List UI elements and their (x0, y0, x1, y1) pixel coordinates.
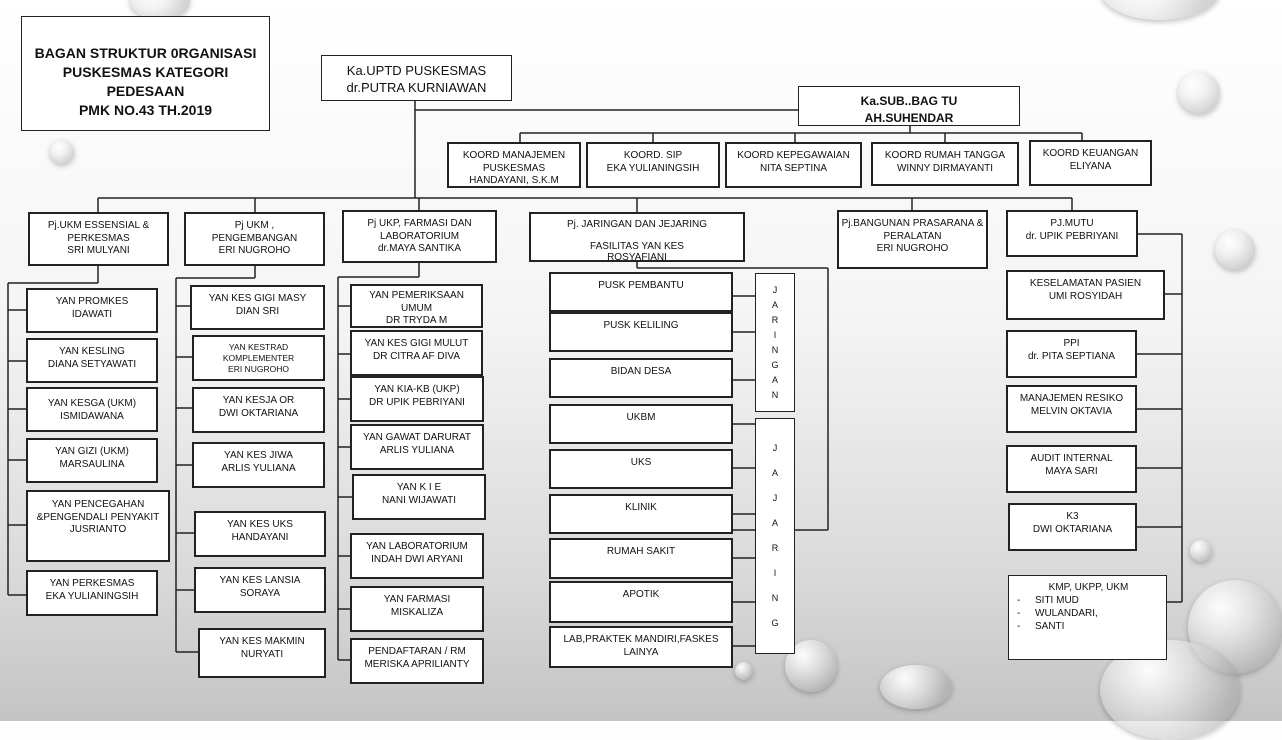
connector-lines (7, 101, 1183, 661)
facility-box: UKBM (549, 404, 733, 444)
kmp-item: SITI MUD (1017, 594, 1160, 607)
facility-box: BIDAN DESA (549, 358, 733, 398)
facility-box: RUMAH SAKIT (549, 538, 733, 579)
service-box: YAN KES GIGI MULUT DR CITRA AF DIVA (350, 330, 483, 376)
service-box: YAN PERKESMAS EKA YULIANINGSIH (26, 570, 158, 616)
decorative-bubble (1100, 0, 1220, 20)
facility-box: LAB,PRAKTEK MANDIRI,FASKES LAINYA (549, 626, 733, 668)
vertical-letter: R (771, 543, 779, 553)
service-box: YAN PENCEGAHAN &PENGENDALI PENYAKIT JUSR… (26, 490, 170, 562)
service-box: YAN KES MAKMIN NURYATI (198, 628, 326, 678)
koord-box: KOORD KEUANGAN ELIYANA (1029, 140, 1152, 186)
vertical-letter: N (771, 344, 779, 355)
quality-box: KESELAMATAN PASIEN UMI ROSYIDAH (1006, 270, 1165, 320)
vertical-letter: A (771, 374, 778, 385)
head-box: Ka.UPTD PUSKESMAS dr.PUTRA KURNIAWAN (321, 55, 512, 101)
vertical-letter: N (771, 389, 779, 400)
vertical-letter: I (773, 568, 777, 578)
service-box: YAN GAWAT DARURAT ARLIS YULIANA (350, 424, 484, 470)
decorative-bubble (130, 0, 190, 20)
quality-box: K3 DWI OKTARIANA (1008, 503, 1137, 551)
service-box: YAN LABORATORIUM INDAH DWI ARYANI (350, 533, 484, 579)
vertical-letter: N (771, 593, 779, 603)
quality-box: AUDIT INTERNAL MAYA SARI (1006, 445, 1137, 493)
service-box: YAN KESJA OR DWI OKTARIANA (192, 387, 325, 433)
service-box: YAN KESLING DIANA SETYAWATI (26, 338, 158, 383)
pj-box: Pj. JARINGAN DAN JEJARING FASILITAS YAN … (529, 212, 745, 263)
facility-box: PUSK PEMBANTU (549, 272, 733, 312)
vertical-letter: A (771, 468, 778, 478)
kmp-heading: KMP, UKPP, UKM (1048, 582, 1129, 593)
decorative-bubble (50, 140, 74, 164)
kmp-item: WULANDARI, (1017, 607, 1160, 620)
facility-box: APOTIK (549, 581, 733, 623)
service-box: YAN KESGA (UKM) ISMIDAWANA (26, 387, 158, 432)
facility-box: UKS (549, 449, 733, 489)
chart-title: BAGAN STRUKTUR 0RGANISASI PUSKESMAS KATE… (21, 16, 270, 131)
vertical-letter: J (772, 443, 778, 453)
tu-box: Ka.SUB..BAG TU AH.SUHENDAR (798, 86, 1020, 126)
service-box: YAN GIZI (UKM) MARSAULINA (26, 438, 158, 483)
pj-box: Pj UKP, FARMASI DAN LABORATORIUM dr.MAYA… (342, 210, 497, 263)
vertical-letter: J (772, 284, 778, 295)
pj-box: Pj.BANGUNAN PRASARANA & PERALATAN ERI NU… (837, 210, 988, 269)
pj-box: PJ.MUTU dr. UPIK PEBRIYANI (1006, 210, 1138, 257)
decorative-bubble (880, 665, 952, 709)
vertical-letter: A (771, 518, 778, 528)
jejaring-label-box: J A J A R I N G (755, 418, 795, 654)
quality-box: PPI dr. PITA SEPTIANA (1006, 330, 1137, 378)
vertical-letter: G (771, 618, 779, 628)
service-box: YAN K I E NANI WIJAWATI (352, 474, 486, 520)
koord-box: KOORD MANAJEMEN PUSKESMAS HANDAYANI, S.K… (447, 142, 581, 188)
service-box: YAN PROMKES IDAWATI (26, 288, 158, 333)
decorative-bubble (1178, 72, 1220, 114)
kmp-box: KMP, UKPP, UKM SITI MUD WULANDARI, SANTI (1008, 575, 1167, 660)
service-box: YAN KES UKS HANDAYANI (194, 511, 326, 557)
decorative-bubble (1190, 540, 1212, 562)
decorative-bubble (1215, 230, 1255, 270)
vertical-letter: I (773, 329, 777, 340)
service-box: YAN KES JIWA ARLIS YULIANA (192, 442, 325, 488)
vertical-letter: J (772, 493, 778, 503)
facility-box: KLINIK (549, 494, 733, 534)
koord-box: KOORD RUMAH TANGGA WINNY DIRMAYANTI (871, 142, 1019, 186)
koord-box: KOORD. SIP EKA YULIANINGSIH (586, 142, 720, 188)
koord-box: KOORD KEPEGAWAIAN NITA SEPTINA (725, 142, 862, 188)
quality-box: MANAJEMEN RESIKO MELVIN OKTAVIA (1006, 385, 1137, 433)
pj-box: Pj.UKM ESSENSIAL & PERKESMAS SRI MULYANI (28, 212, 169, 266)
vertical-letter: R (771, 314, 779, 325)
service-box: YAN FARMASI MISKALIZA (350, 586, 484, 632)
service-box: PENDAFTARAN / RM MERISKA APRILIANTY (350, 638, 484, 684)
kmp-item: SANTI (1017, 620, 1160, 633)
decorative-bubble (735, 662, 753, 680)
facility-box: PUSK KELILING (549, 312, 733, 352)
service-box: YAN KIA-KB (UKP) DR UPIK PEBRIYANI (350, 376, 484, 422)
service-box: YAN KESTRAD KOMPLEMENTER ERI NUGROHO (192, 335, 325, 381)
service-box: YAN KES GIGI MASY DIAN SRI (190, 285, 325, 330)
pj-box: Pj UKM , PENGEMBANGAN ERI NUGROHO (184, 212, 325, 266)
service-box: YAN PEMERIKSAAN UMUM DR TRYDA M (350, 284, 483, 328)
vertical-letter: G (771, 359, 779, 370)
service-box: YAN KES LANSIA SORAYA (194, 567, 326, 613)
vertical-letter: A (771, 299, 778, 310)
